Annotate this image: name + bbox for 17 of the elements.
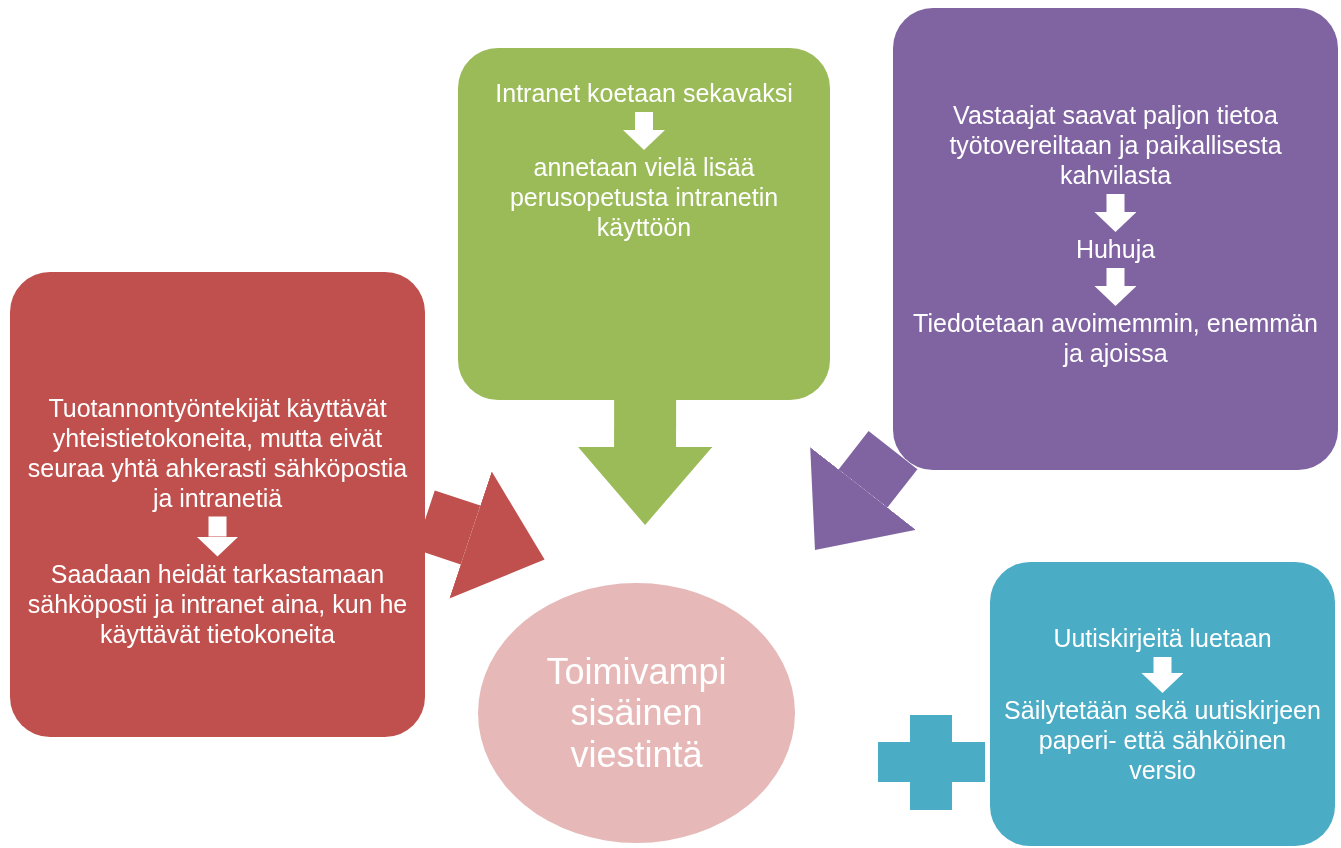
step-text: Intranet koetaan sekavaksi <box>495 78 793 108</box>
step-text: Tuotannontyöntekijät käyttävät yhteistietokoneita, mutta eivät seuraa yhtä ahkerasti sähköpostia ja intranetiä <box>24 392 411 513</box>
step-text: annetaan vielä lisää perusopetusta intranetin käyttöön <box>472 152 816 242</box>
step-text: Huhuja <box>1075 234 1156 264</box>
step-text: Säilytetään sekä uutiskirjeen paperi- että sähköinen versio <box>1004 695 1321 785</box>
step-text: Uutiskirjeitä luetaan <box>1053 623 1272 653</box>
rounded-box <box>458 48 830 400</box>
rounded-box <box>10 272 425 737</box>
down-arrow <box>200 516 235 557</box>
block-arrow <box>811 431 918 550</box>
step-text: Tiedotetaan avoimemmin, enemmän ja ajoissa <box>907 308 1324 368</box>
step-text: Vastaajat saavat paljon tietoa työtovereiltaan ja paikallisesta kahvilasta <box>907 100 1324 190</box>
step-text: Saadaan heidät tarkastamaan sähköposti ja intranet aina, kun he käyttävät tietokoneita <box>24 558 411 649</box>
rounded-box <box>990 562 1335 846</box>
rounded-box <box>893 8 1338 470</box>
block-arrow <box>580 399 711 525</box>
ellipse-text: Toimivampi sisäinen viestintä <box>545 650 728 776</box>
